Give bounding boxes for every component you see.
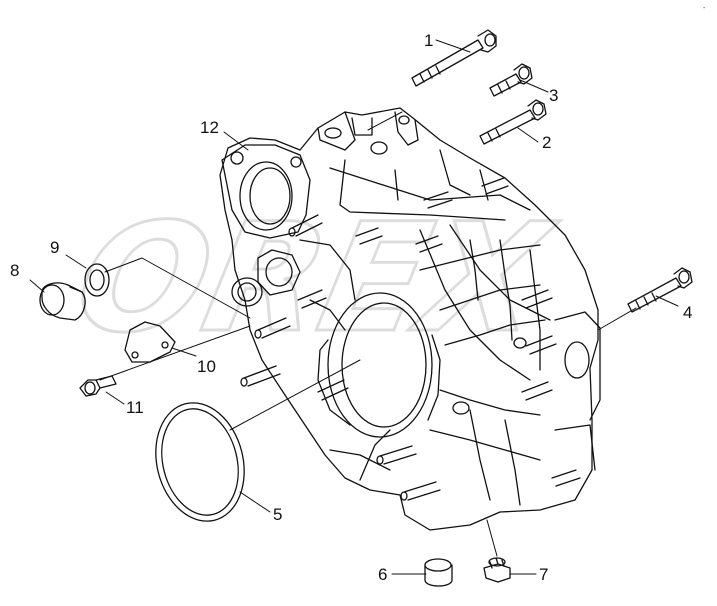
leader-lines <box>29 39 679 575</box>
bolt-2 <box>479 99 547 145</box>
callout-12: 12 <box>200 118 219 137</box>
bolt-1 <box>411 29 497 87</box>
callout-1: 1 <box>424 31 433 50</box>
o-ring-5 <box>155 402 245 522</box>
callout-3: 3 <box>549 86 558 105</box>
callout-7: 7 <box>539 565 548 584</box>
callout-4: 4 <box>683 303 692 322</box>
bolt-11 <box>79 375 117 397</box>
washer-9 <box>84 263 110 297</box>
callout-11: 11 <box>126 398 144 417</box>
callout-8: 8 <box>10 261 19 280</box>
callout-6: 6 <box>378 565 387 584</box>
plug-8 <box>39 282 86 321</box>
corner-mark: - <box>703 5 706 12</box>
callout-9: 9 <box>50 238 59 257</box>
callout-2: 2 <box>542 133 551 152</box>
flywheel-housing <box>219 107 601 531</box>
callout-10: 10 <box>197 357 216 376</box>
plug-6 <box>424 558 453 587</box>
plug-7 <box>483 557 511 583</box>
cover-plate-10 <box>124 321 176 363</box>
callout-5: 5 <box>273 505 282 524</box>
bolt-3 <box>489 63 533 97</box>
callouts: 1 2 3 4 5 6 7 8 9 10 11 12 <box>10 31 692 584</box>
bolt-4 <box>627 267 693 313</box>
